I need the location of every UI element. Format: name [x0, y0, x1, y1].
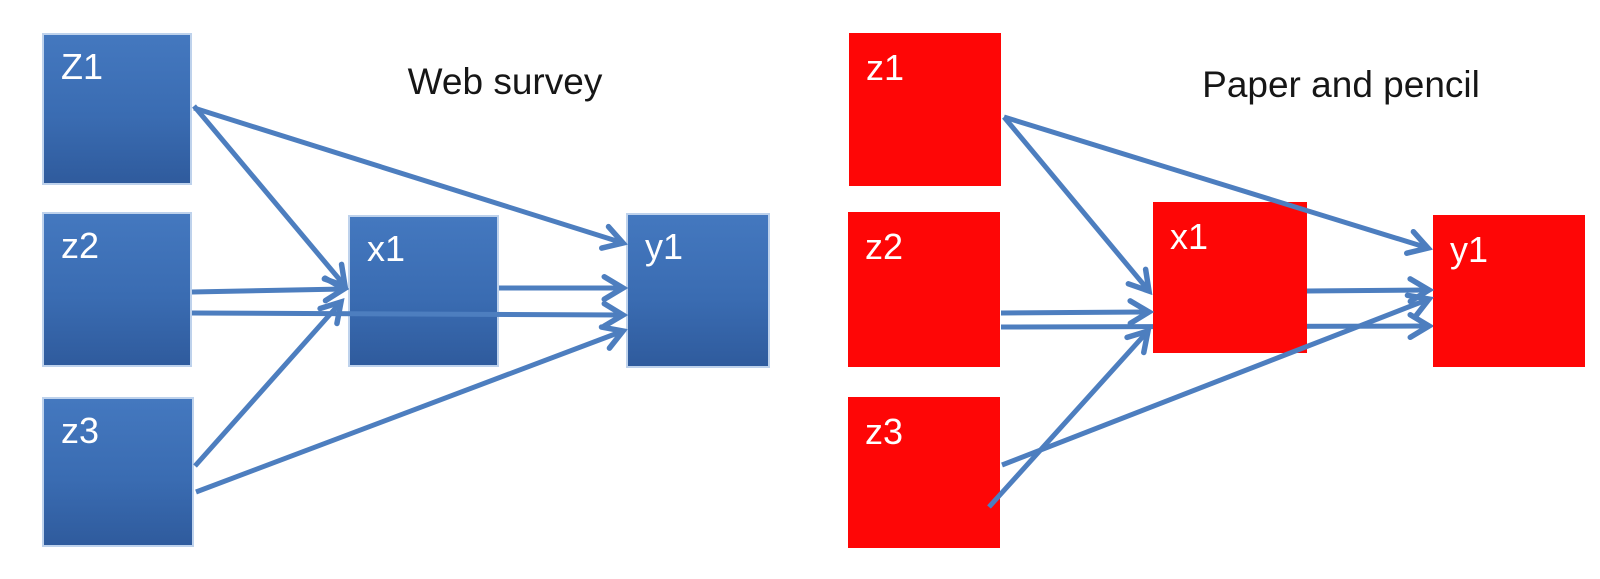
edge-paper-and-pencil-z1-to-x1	[1002, 115, 1149, 291]
node-paper-and-pencil-z3: z3	[848, 397, 1000, 548]
edge-web-survey-z3-to-x1	[193, 302, 341, 468]
node-paper-and-pencil-y1-label: y1	[1450, 229, 1489, 270]
node-paper-and-pencil-x1: x1	[1153, 202, 1307, 353]
node-web-survey-x1: x1	[348, 215, 499, 367]
node-paper-and-pencil-z1-label: z1	[866, 47, 905, 88]
node-web-survey-z3: z3	[42, 397, 194, 547]
edge-paper-and-pencil-z3-to-y1	[1001, 299, 1429, 468]
node-web-survey-z2-label: z2	[61, 225, 100, 266]
edge-web-survey-z1-to-y1	[193, 105, 623, 243]
node-paper-and-pencil-z3-label: z3	[865, 411, 904, 452]
paper-and-pencil-title: Paper and pencil	[1202, 64, 1480, 105]
edge-paper-and-pencil-z1-to-y1	[1003, 114, 1428, 248]
node-web-survey-z3-label: z3	[61, 410, 100, 451]
edge-web-survey-z1-to-x1	[192, 104, 345, 286]
node-paper-and-pencil-z2: z2	[848, 212, 1000, 367]
node-web-survey-z1: Z1	[42, 33, 192, 185]
node-paper-and-pencil-x1-label: x1	[1170, 216, 1209, 257]
edge-web-survey-z2-to-x1	[191, 289, 344, 292]
node-web-survey-z1-label: Z1	[61, 46, 104, 87]
node-web-survey-y1-label: y1	[645, 226, 684, 267]
node-web-survey-z2: z2	[42, 212, 192, 367]
edge-paper-and-pencil-x1-to-y1	[1306, 290, 1429, 291]
node-paper-and-pencil-z2-label: z2	[865, 226, 904, 267]
node-paper-and-pencil-z1: z1	[849, 33, 1001, 186]
web-survey-title: Web survey	[407, 61, 603, 102]
edge-web-survey-z3-to-y1	[195, 331, 623, 495]
edge-web-survey-z2-to-y1	[191, 313, 623, 315]
node-paper-and-pencil-y1: y1	[1433, 215, 1585, 367]
node-web-survey-y1: y1	[626, 213, 770, 368]
edge-paper-and-pencil-z3-to-x1	[987, 331, 1148, 509]
node-web-survey-x1-label: x1	[367, 228, 406, 269]
edge-paper-and-pencil-z2-to-x1	[1000, 312, 1149, 313]
